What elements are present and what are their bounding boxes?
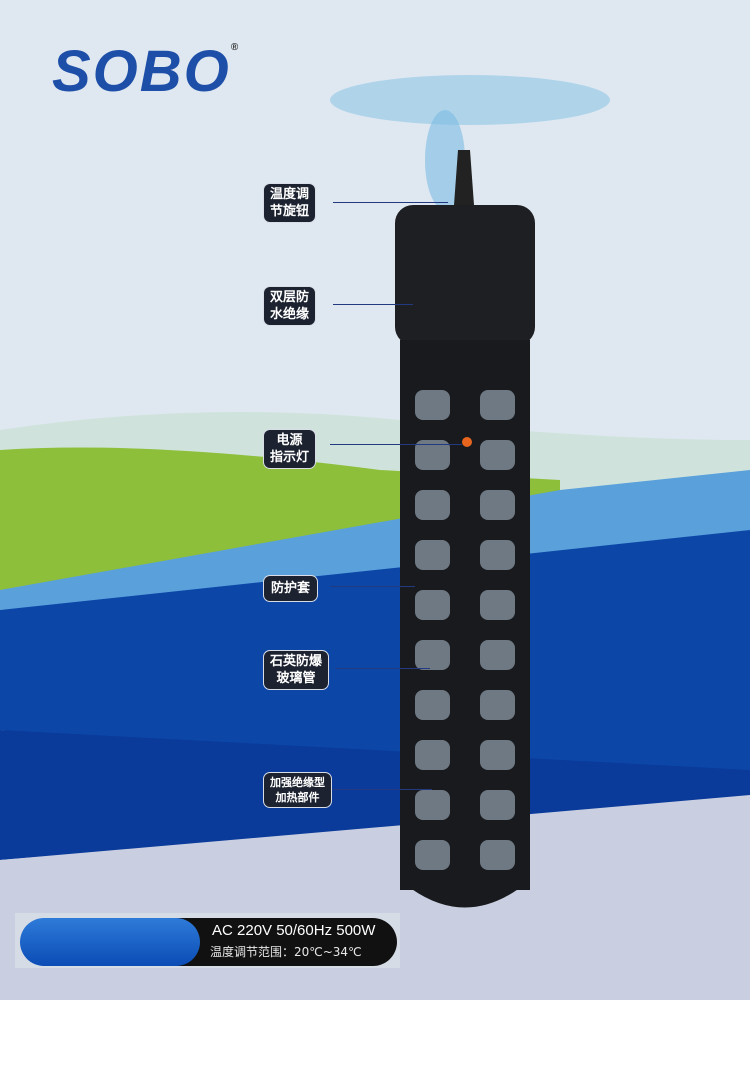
label-heating-element: 加强绝缘型加热部件 bbox=[264, 773, 331, 807]
pointer-line bbox=[330, 586, 415, 587]
label-quartz-tube: 石英防爆玻璃管 bbox=[264, 651, 329, 689]
power-indicator-light bbox=[462, 437, 472, 447]
spec-power: AC 220V 50/60Hz 500W bbox=[212, 922, 376, 939]
label-protective-sleeve: 防护套 bbox=[264, 576, 318, 601]
sobo-logo: SOBO® bbox=[52, 39, 241, 104]
pointer-line bbox=[330, 444, 462, 445]
label-power-indicator: 电源指示灯 bbox=[264, 430, 316, 468]
label-double-insulation: 双层防水绝缘 bbox=[264, 287, 316, 325]
pointer-line bbox=[332, 789, 432, 790]
water-splash bbox=[330, 75, 610, 125]
pointer-line bbox=[333, 304, 413, 305]
pointer-line bbox=[333, 202, 448, 203]
pointer-line bbox=[335, 668, 430, 669]
label-temperature-knob: 温度调节旋钮 bbox=[264, 184, 316, 222]
spec-banner: AC 220V 50/60Hz 500W 温度调节范围：20℃~34℃ bbox=[15, 913, 400, 968]
heater-product bbox=[395, 150, 535, 908]
spec-temp-range: 温度调节范围：20℃~34℃ bbox=[210, 945, 362, 959]
